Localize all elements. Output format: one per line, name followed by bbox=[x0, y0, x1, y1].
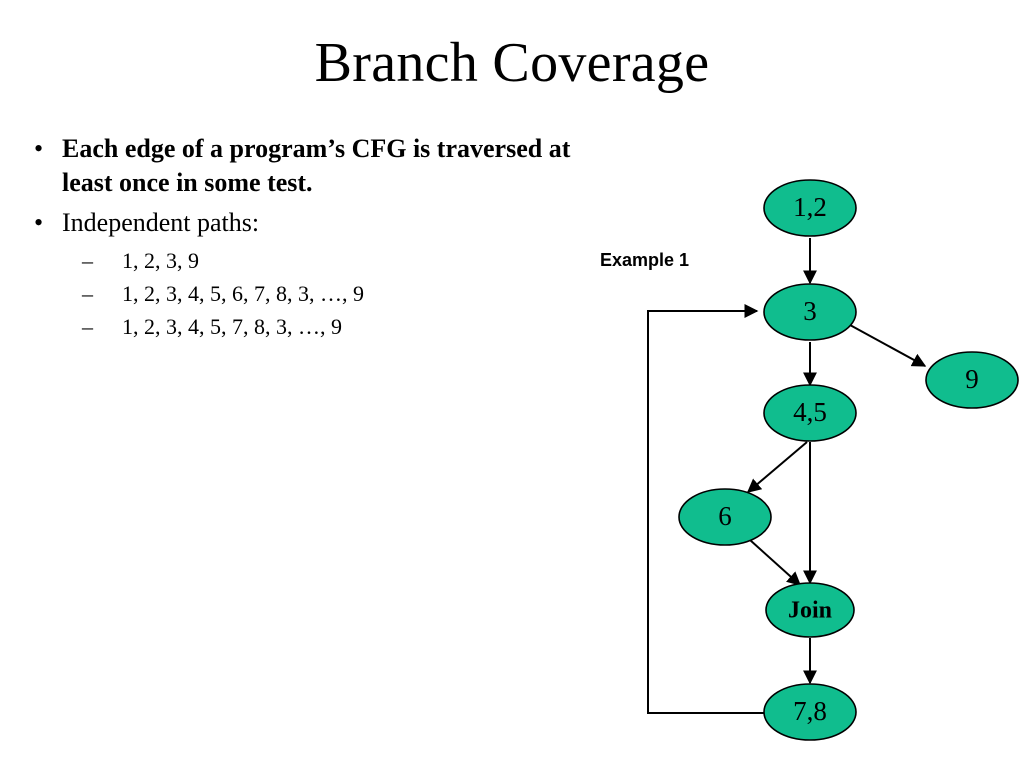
edge-7-8-to-3-backedge bbox=[647, 304, 764, 714]
dash-marker-icon: – bbox=[82, 314, 93, 339]
sub-bullet-item-1: – 1, 2, 3, 9 bbox=[26, 246, 586, 276]
cfg-node-6-label: 6 bbox=[718, 501, 732, 531]
cfg-node-9[interactable]: 9 bbox=[925, 351, 1019, 409]
cfg-node-4-5[interactable]: 4,5 bbox=[763, 384, 857, 442]
cfg-node-6[interactable]: 6 bbox=[678, 488, 772, 546]
page-title: Branch Coverage bbox=[314, 32, 710, 94]
diagram-caption: Example 1 bbox=[600, 250, 689, 270]
bullet-item-2-text: Independent paths: bbox=[62, 208, 260, 237]
dash-marker-icon: – bbox=[82, 248, 93, 273]
bullet-item-1-text: Each edge of a program’s CFG is traverse… bbox=[62, 134, 571, 197]
cfg-node-1-2[interactable]: 1,2 bbox=[763, 179, 857, 237]
dash-marker-icon: – bbox=[82, 281, 93, 306]
bullet-marker-icon: • bbox=[34, 134, 44, 163]
bullet-list: • Each edge of a program’s CFG is traver… bbox=[26, 132, 586, 345]
sub-bullet-item-3: – 1, 2, 3, 4, 5, 7, 8, 3, …, 9 bbox=[26, 312, 586, 342]
cfg-node-3-label: 3 bbox=[803, 296, 817, 326]
bullet-marker-icon: • bbox=[34, 208, 44, 237]
sub-bullet-item-1-text: 1, 2, 3, 9 bbox=[122, 248, 199, 273]
cfg-diagram: Example 1 1,2 bbox=[585, 170, 1024, 750]
bullet-item-2: • Independent paths: bbox=[26, 206, 586, 240]
sub-bullet-item-2-text: 1, 2, 3, 4, 5, 6, 7, 8, 3, …, 9 bbox=[122, 281, 364, 306]
cfg-node-7-8[interactable]: 7,8 bbox=[763, 683, 857, 741]
cfg-node-9-label: 9 bbox=[965, 364, 979, 394]
sub-bullet-item-3-text: 1, 2, 3, 4, 5, 7, 8, 3, …, 9 bbox=[122, 314, 342, 339]
cfg-node-3[interactable]: 3 bbox=[763, 283, 857, 341]
edge-6-to-join bbox=[749, 539, 802, 586]
cfg-node-4-5-label: 4,5 bbox=[793, 397, 827, 427]
edge-4-5-to-6 bbox=[746, 441, 808, 493]
cfg-node-join-label: Join bbox=[788, 598, 832, 624]
bullet-item-1: • Each edge of a program’s CFG is traver… bbox=[26, 132, 586, 200]
edge-3-to-9 bbox=[849, 324, 927, 367]
sub-bullet-item-2: – 1, 2, 3, 4, 5, 6, 7, 8, 3, …, 9 bbox=[26, 279, 586, 309]
cfg-node-7-8-label: 7,8 bbox=[793, 696, 827, 726]
cfg-node-1-2-label: 1,2 bbox=[793, 192, 827, 222]
cfg-node-join[interactable]: Join bbox=[765, 582, 855, 638]
